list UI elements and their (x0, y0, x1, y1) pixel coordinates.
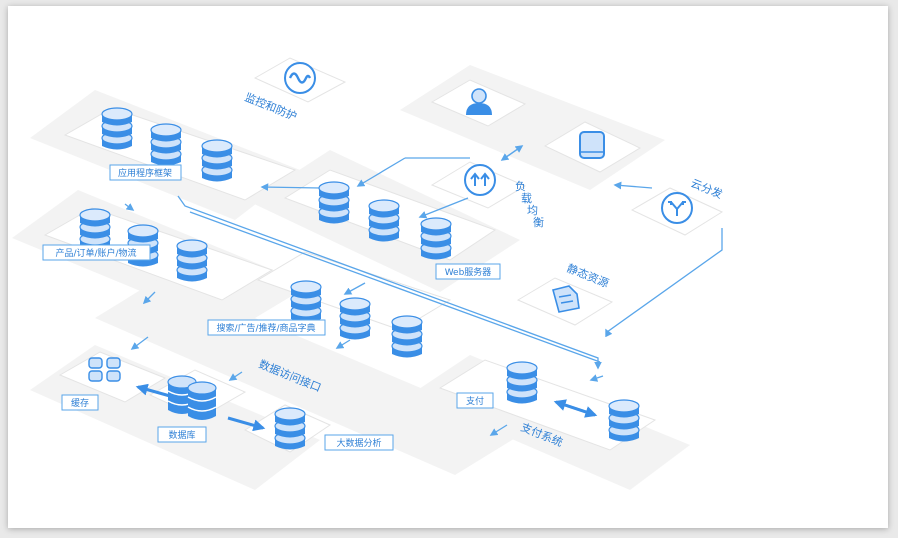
svg-text:产品/订单/账户/物流: 产品/订单/账户/物流 (55, 247, 136, 259)
label-load-balance: 负载均衡 (515, 179, 544, 229)
monitor-wave-icon (284, 62, 316, 94)
thick-connectors (135, 383, 598, 432)
mobile-phone-icon (579, 131, 605, 159)
label-cache: 缓存 (61, 394, 99, 411)
server-stack-icon (506, 361, 538, 405)
load-balance-text: 负载均衡 (515, 179, 544, 229)
label-web-server: Web服务器 (435, 263, 501, 280)
label-product-order: 产品/订单/账户/物流 (42, 244, 151, 261)
svg-text:数据库: 数据库 (168, 429, 195, 441)
server-stack-icon (150, 123, 182, 167)
document-icon (552, 285, 580, 313)
label-monitor: 监控和防护 (243, 90, 299, 124)
label-search-ads: 搜索/广告/推荐/商品字典 (207, 319, 326, 336)
svg-text:应用程序框架: 应用程序框架 (118, 167, 172, 179)
connectors (124, 145, 723, 436)
svg-text:Web服务器: Web服务器 (445, 266, 492, 278)
cloud-fork-icon (661, 192, 693, 224)
label-payment: 支付 (456, 392, 494, 409)
server-stack-icon (368, 199, 400, 243)
label-big-data: 大数据分析 (324, 434, 394, 451)
svg-text:缓存: 缓存 (71, 397, 89, 409)
server-stack-icon (608, 399, 640, 443)
database-cylinder-icon (167, 375, 217, 420)
load-balance-arrows-icon (464, 164, 496, 196)
server-stack-icon (420, 217, 452, 261)
label-database: 数据库 (157, 426, 207, 443)
server-stack-icon (290, 280, 322, 324)
server-stack-icon (339, 297, 371, 341)
grid-blocks-icon (88, 357, 121, 382)
boxed-labels: 应用程序框架 产品/订单/账户/物流 搜索/广告/推荐/商品字典 Web服务器 … (42, 164, 501, 451)
svg-text:大数据分析: 大数据分析 (336, 437, 381, 449)
svg-text:支付: 支付 (466, 395, 484, 407)
svg-text:搜索/广告/推荐/商品字典: 搜索/广告/推荐/商品字典 (216, 322, 315, 334)
server-stack-icon (391, 315, 423, 359)
server-stack-icon (176, 239, 208, 283)
server-stack-icon (201, 139, 233, 183)
server-stack-icon (79, 208, 111, 252)
label-cloud-distribution: 云分发 (689, 176, 725, 201)
user-icon (466, 88, 492, 115)
server-stack-icon (318, 181, 350, 225)
server-stack-icon (274, 407, 306, 451)
server-stack-icon (101, 107, 133, 151)
label-app-framework: 应用程序框架 (109, 164, 182, 181)
